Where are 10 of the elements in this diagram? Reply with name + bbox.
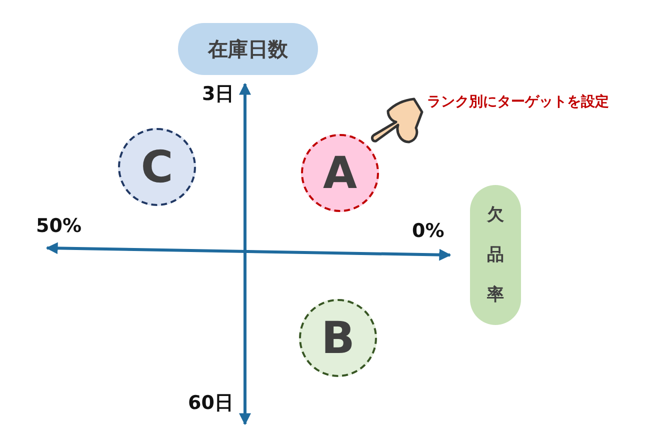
axis-value: 0% xyxy=(412,222,444,241)
axis-value: 3日 xyxy=(202,85,234,104)
axis-title-pill: 欠品率 xyxy=(470,185,521,325)
callout-text: ランク別にターゲットを設定 xyxy=(427,95,609,109)
axis-value: 50% xyxy=(36,217,82,236)
rank-circle: C xyxy=(118,128,196,206)
axis-title-pill: 在庫日数 xyxy=(178,23,318,75)
axis-value: 60日 xyxy=(188,394,234,413)
rank-circle: A xyxy=(301,134,379,212)
rank-circle: B xyxy=(299,299,377,377)
